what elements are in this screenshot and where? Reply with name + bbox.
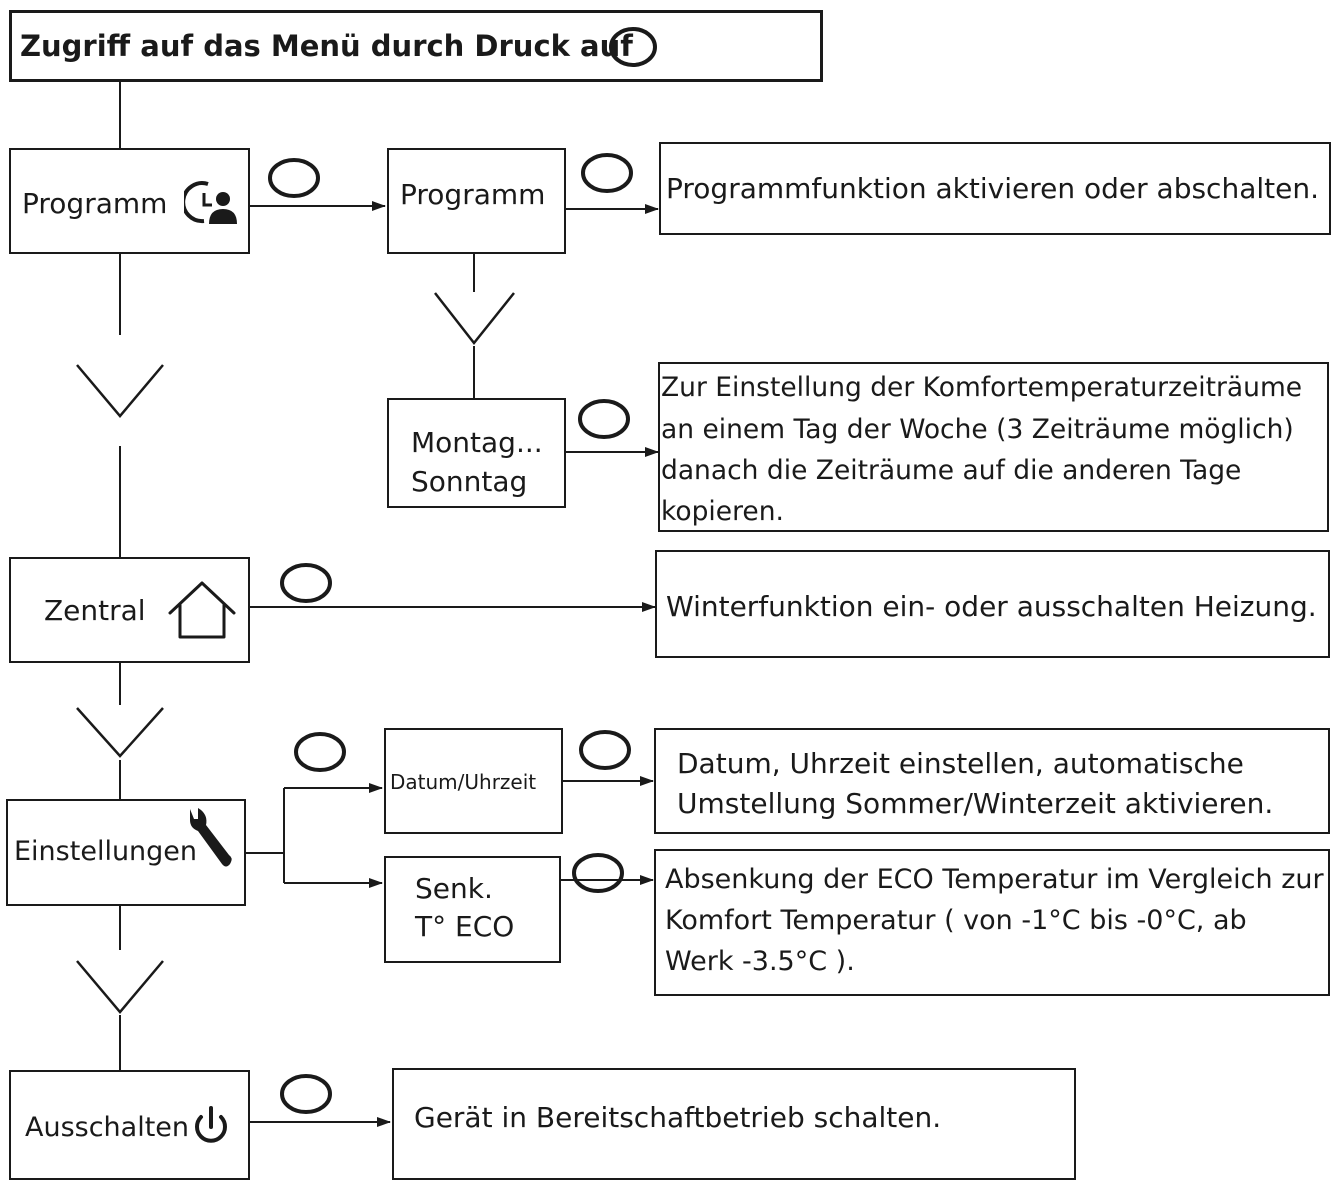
sub-senk-label: Senk. — [415, 872, 493, 905]
sub-datum-uhrzeit[interactable] — [384, 728, 563, 834]
menu-programm-label: Programm — [22, 187, 168, 220]
chevron-down-icon — [76, 364, 164, 418]
menu-programm[interactable] — [9, 148, 250, 254]
desc-ausschalten-box — [392, 1068, 1076, 1180]
oval-button-icon — [579, 730, 631, 770]
sub-datum-label: Datum/Uhrzeit — [390, 770, 537, 794]
menu-einstellungen-label: Einstellungen — [14, 836, 198, 867]
sub-programm-label: Programm — [400, 178, 546, 211]
header-box — [9, 10, 823, 82]
desc-programm: Programmfunktion aktivieren oder abschal… — [666, 172, 1319, 205]
desc-datum-line-1: Datum, Uhrzeit einstellen, automatische — [677, 747, 1244, 780]
desc-datum-line-2: Umstellung Sommer/Winterzeit aktivieren. — [677, 787, 1274, 820]
sub-montag-sonntag[interactable] — [387, 398, 566, 508]
menu-zentral[interactable] — [9, 557, 250, 663]
oval-button-icon — [294, 732, 346, 772]
oval-button-icon — [280, 1074, 332, 1114]
house-icon — [168, 581, 236, 639]
sub-sonntag-label: Sonntag — [411, 465, 528, 498]
desc-datum-box — [654, 728, 1330, 834]
sub-programm[interactable] — [387, 148, 566, 254]
sub-montag-label: Montag... — [411, 426, 543, 459]
menu-zentral-label: Zentral — [44, 594, 146, 627]
menu-einstellungen[interactable] — [6, 799, 246, 906]
sub-senk-eco[interactable] — [384, 856, 561, 963]
desc-komfort-line-3: danach die Zeiträume auf die anderen Tag… — [661, 455, 1242, 486]
desc-zentral: Winterfunktion ein- oder ausschalten Hei… — [666, 590, 1317, 623]
desc-eco-line-1: Absenkung der ECO Temperatur im Vergleic… — [665, 864, 1324, 895]
desc-eco-box — [654, 849, 1330, 996]
desc-eco-line-3: Werk -3.5°C ). — [665, 946, 855, 977]
wrench-icon — [190, 808, 232, 867]
oval-button-icon — [572, 853, 624, 893]
oval-button-icon — [268, 158, 320, 198]
oval-button-icon — [581, 153, 633, 193]
page-title: Zugriff auf das Menü durch Druck auf — [20, 29, 633, 63]
oval-button-icon — [280, 563, 332, 603]
sub-eco-label: T° ECO — [415, 910, 515, 943]
desc-komfort-line-4: kopieren. — [661, 496, 784, 527]
desc-eco-line-2: Komfort Temperatur ( von -1°C bis -0°C, … — [665, 905, 1247, 936]
clock-person-icon — [184, 181, 237, 224]
desc-zentral-box — [655, 550, 1330, 658]
chevron-down-icon — [434, 292, 515, 346]
menu-ausschalten-label: Ausschalten — [25, 1112, 190, 1143]
oval-button-icon — [578, 399, 630, 439]
oval-button-icon — [609, 27, 657, 67]
desc-komfort-line-1: Zur Einstellung der Komfortemperaturzeit… — [661, 372, 1303, 403]
desc-ausschalten: Gerät in Bereitschaftbetrieb schalten. — [414, 1101, 942, 1134]
chevron-down-icon — [76, 707, 164, 758]
desc-komfort-box — [658, 362, 1329, 532]
desc-komfort-line-2: an einem Tag der Woche (3 Zeiträume mögl… — [661, 414, 1294, 445]
power-icon — [195, 1106, 227, 1143]
desc-programm-box — [659, 142, 1331, 235]
chevron-down-icon — [76, 960, 164, 1014]
